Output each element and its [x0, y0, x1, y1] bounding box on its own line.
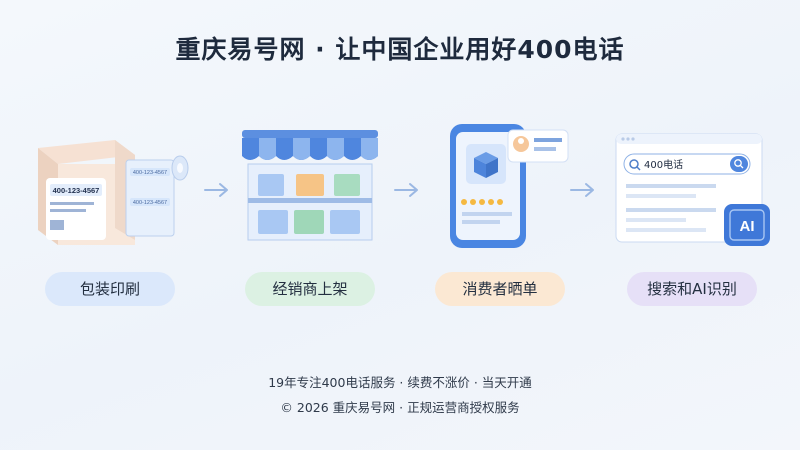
- tape-label-1: 400-123-4567: [133, 170, 167, 176]
- step-review: 消费者晒单: [420, 120, 580, 310]
- search-ai-icon: 400电话 AI: [615, 133, 770, 246]
- footer-copyright: © 2026 重庆易号网 · 正规运营商授权服务: [280, 400, 520, 415]
- arrow-right-icon: [204, 183, 228, 197]
- page-title: 重庆易号网 · 让中国企业用好400电话: [175, 35, 625, 64]
- step-label-retail: 经销商上架: [245, 272, 375, 306]
- arrow-right-icon: [570, 183, 594, 197]
- step-packaging: 400-123-4567 400-123-4567 400-123-4567 包…: [30, 120, 190, 310]
- search-query-text: 400电话: [644, 158, 683, 171]
- tape-label-2: 400-123-4567: [133, 200, 167, 206]
- arrow-right-icon: [394, 183, 418, 197]
- phone-review-icon: [450, 124, 569, 248]
- step-retail: 经销商上架: [230, 120, 390, 310]
- step-label-review: 消费者晒单: [435, 272, 565, 306]
- ai-badge-text: AI: [740, 218, 755, 235]
- package-label-text: 400-123-4567: [53, 186, 100, 195]
- package-icon: 400-123-4567 400-123-4567 400-123-4567: [38, 140, 189, 245]
- step-search-ai: 400电话 AI 搜索和AI识别: [612, 120, 772, 310]
- footer-tagline: 19年专注400电话服务 · 续费不涨价 · 当天开通: [268, 375, 532, 390]
- step-label-search-ai: 搜索和AI识别: [627, 272, 757, 306]
- store-icon: [242, 130, 378, 241]
- step-label-packaging: 包装印刷: [45, 272, 175, 306]
